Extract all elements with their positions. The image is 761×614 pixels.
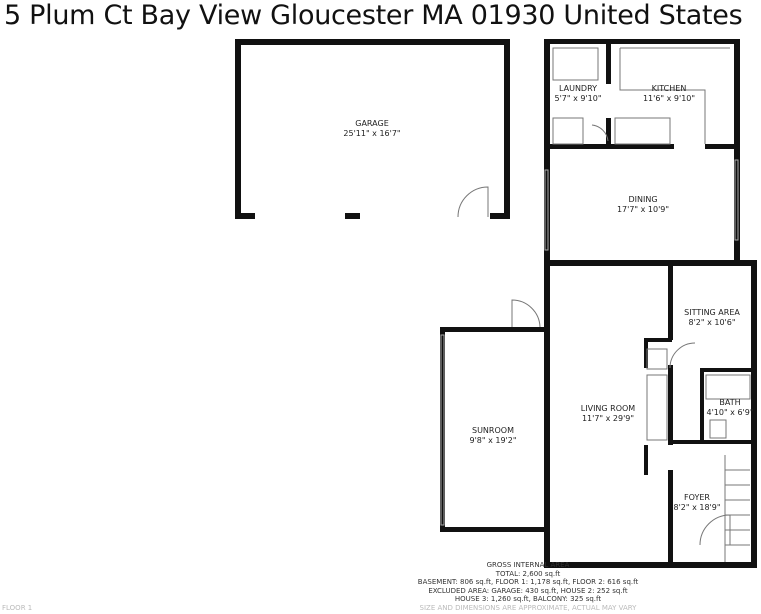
notes-heading: GROSS INTERNAL AREA (486, 561, 570, 569)
floor-label: FLOOR 1 (2, 604, 33, 612)
notes-line2: EXCLUDED AREA: GARAGE: 430 sq.ft, HOUSE … (428, 586, 628, 595)
room-dims: 5'7" x 9'10" (554, 94, 602, 103)
room-dims: 8'2" x 18'9" (673, 503, 721, 512)
notes-disclaimer: SIZE AND DIMENSIONS ARE APPROXIMATE, ACT… (419, 603, 637, 612)
room-name: LIVING ROOM (580, 404, 636, 413)
fixtures (440, 47, 751, 562)
room-dims: 11'7" x 29'9" (581, 414, 635, 423)
area-notes: GROSS INTERNAL AREA TOTAL: 2,600 sq.ft B… (418, 561, 638, 613)
room-name: DINING (628, 195, 658, 204)
room-dims: 9'8" x 19'2" (469, 436, 517, 445)
room-dims: 11'6" x 9'10" (642, 94, 696, 103)
room-name: SITTING AREA (684, 308, 740, 317)
room-name: KITCHEN (651, 84, 687, 93)
notes-line1: BASEMENT: 806 sq.ft, FLOOR 1: 1,178 sq.f… (417, 578, 639, 587)
room-name: GARAGE (355, 119, 389, 128)
page-title: 5 Plum Ct Bay View Gloucester MA 01930 U… (4, 0, 743, 31)
notes-line3: HOUSE 3: 1,260 sq.ft, BALCONY: 325 sq.ft (454, 595, 602, 604)
walls (235, 39, 757, 568)
room-name: LAUNDRY (558, 84, 598, 93)
room-name: BATH (719, 398, 741, 407)
room-name: SUNROOM (472, 426, 514, 435)
room-dims: 17'7" x 10'9" (616, 205, 670, 214)
room-dims: 25'11" x 16'7" (343, 129, 401, 138)
notes-total: TOTAL: 2,600 sq.ft (495, 569, 561, 578)
room-dims: 8'2" x 10'6" (688, 318, 736, 327)
room-name: FOYER (684, 493, 710, 502)
room-dims: 4'10" x 6'9" (706, 408, 754, 417)
